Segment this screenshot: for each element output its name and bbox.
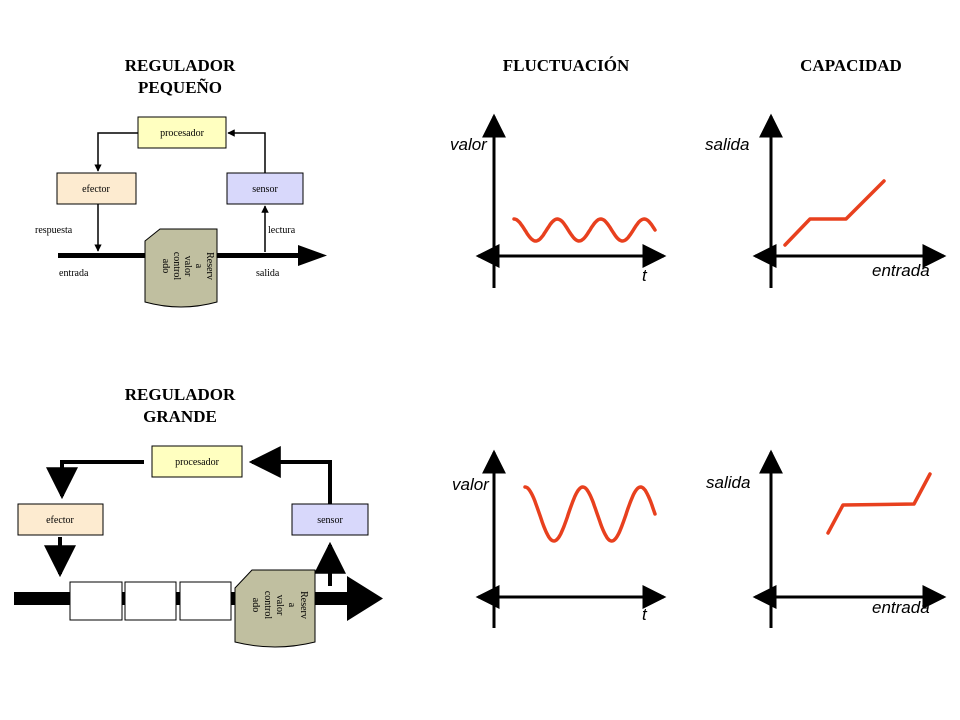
large-processor-to-effector-arrow xyxy=(46,460,144,500)
small-reserve-tank xyxy=(144,228,218,308)
small-reserve-line-3: valor xyxy=(182,256,193,277)
fluct-large-x-label: t xyxy=(642,605,648,624)
large-reserve-line-1: Reserv xyxy=(298,591,309,619)
capacity-plot-small: salida entrada xyxy=(705,113,947,288)
large-sensor-box xyxy=(291,503,369,536)
large-sensor-label: sensor xyxy=(317,515,343,526)
small-regulator-title-line2: PEQUEÑO xyxy=(138,78,222,97)
large-effector-label: efector xyxy=(46,515,74,526)
cap-small-x-label: entrada xyxy=(872,261,930,280)
small-regulator: REGULADOR PEQUEÑO procesador efector sen… xyxy=(35,56,327,308)
fluct-large-curve xyxy=(523,485,657,543)
large-reserve-line-4: control xyxy=(262,591,273,620)
small-regulator-title-line1: REGULADOR xyxy=(125,56,236,75)
large-reserve-line-5: ado xyxy=(250,598,261,612)
small-sensor-to-processor-arrow xyxy=(227,129,266,173)
large-processor-box xyxy=(151,445,243,478)
large-sensor-to-processor-arrow xyxy=(248,446,332,504)
cap-small-curve xyxy=(783,179,886,247)
large-reserve-line-3: valor xyxy=(274,595,285,616)
small-processor-box xyxy=(137,116,227,149)
small-flow-arrowhead xyxy=(298,245,327,266)
small-response-label: respuesta xyxy=(35,225,73,236)
fluct-small-curve xyxy=(512,217,657,243)
small-reading-label: lectura xyxy=(268,225,296,236)
fluctuation-title: FLUCTUACIÓN xyxy=(503,56,630,75)
capacity-plot-large: salida entrada xyxy=(706,449,947,628)
capacity-title: CAPACIDAD xyxy=(800,56,902,75)
small-processor-label: procesador xyxy=(160,128,205,139)
small-output-label: salida xyxy=(256,268,280,279)
large-compartment-3 xyxy=(179,581,232,621)
cap-large-curve xyxy=(826,472,932,535)
large-regulator: REGULADOR GRANDE procesador efector sens… xyxy=(14,385,383,648)
fluct-small-y-label: valor xyxy=(450,135,488,154)
small-input-label: entrada xyxy=(59,268,89,279)
fluctuation-plot-small: valor t xyxy=(450,113,667,288)
fluctuation-plot-large: valor t xyxy=(452,449,667,628)
small-reserve-line-2: a xyxy=(193,264,204,269)
cap-small-y-label: salida xyxy=(705,135,749,154)
large-reserve-tank xyxy=(234,569,316,648)
large-processor-label: procesador xyxy=(175,457,220,468)
large-compartment-2 xyxy=(124,581,177,621)
large-effector-box xyxy=(17,503,104,536)
large-reserve-label: Reserv a valor control ado xyxy=(250,591,309,620)
small-reserve-line-1: Reserv xyxy=(204,252,215,280)
large-regulator-title-line1: REGULADOR xyxy=(125,385,236,404)
small-processor-to-effector-arrow xyxy=(94,132,138,172)
cap-large-y-label: salida xyxy=(706,473,750,492)
large-compartment-1 xyxy=(69,581,123,621)
fluct-large-y-label: valor xyxy=(452,475,490,494)
small-effector-box xyxy=(56,172,137,205)
large-reserve-line-2: a xyxy=(286,603,297,608)
large-regulator-title-line2: GRANDE xyxy=(143,407,217,426)
small-sensor-label: sensor xyxy=(252,184,278,195)
small-reserve-line-4: control xyxy=(171,252,182,281)
cap-large-x-label: entrada xyxy=(872,598,930,617)
small-reserve-label: Reserv a valor control ado xyxy=(160,252,215,281)
fluct-small-x-label: t xyxy=(642,266,648,285)
small-reserve-line-5: ado xyxy=(160,259,171,273)
large-flow-arrowhead xyxy=(347,576,383,621)
small-effector-label: efector xyxy=(82,184,110,195)
